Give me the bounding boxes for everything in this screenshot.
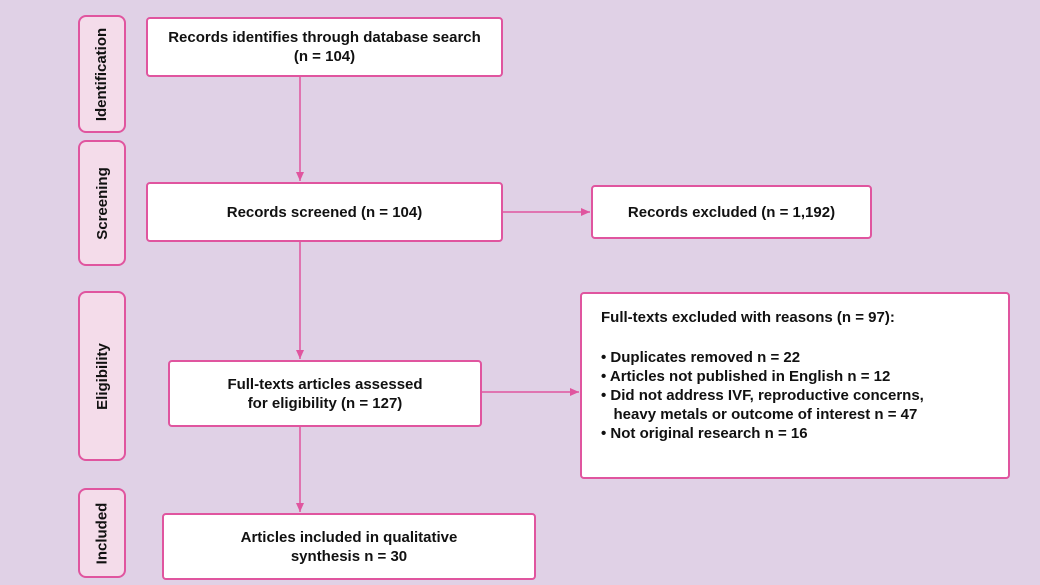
reason-duplicates: • Duplicates removed n = 22: [601, 349, 801, 366]
reason-not-addressed-cont: heavy metals or outcome of interest n = …: [601, 406, 918, 423]
box-records-screened: Records screened (n = 104): [146, 182, 503, 242]
reason-not-original: • Not original research n = 16: [601, 425, 808, 442]
exclusion-reasons-list: • Duplicates removed n = 22 • Articles n…: [601, 348, 924, 443]
box-fulltext-assessed: Full-texts articles assessed for eligibi…: [168, 360, 482, 427]
box-records-identified: Records identifies through database sear…: [146, 17, 503, 77]
reason-not-english: • Articles not published in English n = …: [601, 368, 891, 385]
included-line2: synthesis n = 30: [290, 547, 408, 565]
box-fulltext-excluded: Full-texts excluded with reasons (n = 97…: [580, 292, 1010, 479]
identified-line1: Records identifies through database sear…: [168, 29, 481, 46]
screened-line1: Records screened (n = 104): [226, 203, 423, 221]
identified-line2: (n = 104): [293, 48, 356, 65]
included-line1: Articles included in qualitative: [240, 528, 458, 546]
assessed-line1: Full-texts articles assessed: [227, 375, 423, 393]
stage-screening: Screening: [78, 140, 126, 266]
fulltext-excluded-title: Full-texts excluded with reasons (n = 97…: [601, 309, 895, 326]
box-articles-included: Articles included in qualitative synthes…: [162, 513, 536, 580]
stage-identification: Identification: [78, 15, 126, 133]
stage-eligibility: Eligibility: [78, 291, 126, 461]
box-records-excluded: Records excluded (n = 1,192): [591, 185, 872, 239]
reason-not-addressed: • Did not address IVF, reproductive conc…: [601, 387, 924, 404]
stage-included: Included: [78, 488, 126, 578]
assessed-line2: for eligibility (n = 127): [247, 394, 403, 412]
excluded-line1: Records excluded (n = 1,192): [627, 203, 836, 221]
